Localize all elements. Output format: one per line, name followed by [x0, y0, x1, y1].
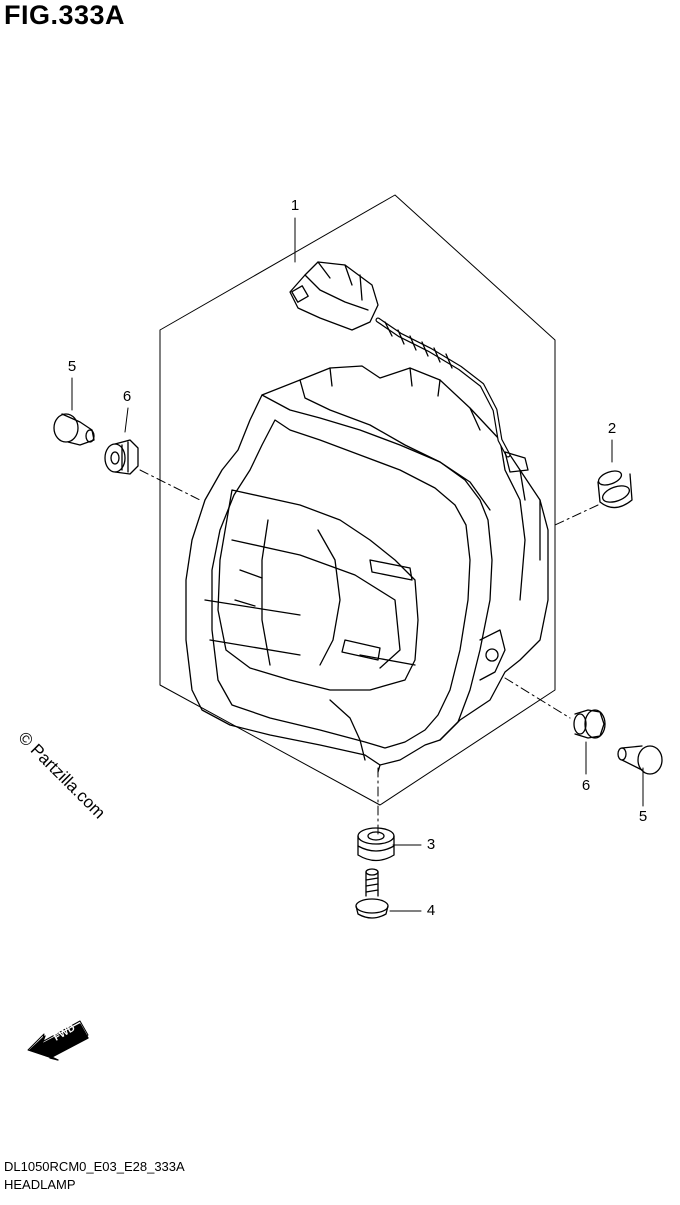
callout-2: 2: [607, 420, 617, 437]
part-collar-5-right: [617, 745, 663, 775]
callout-6-right: 6: [581, 777, 591, 794]
connector-plug: [289, 261, 379, 331]
part-grommet-6-left: [104, 439, 139, 475]
model-code: DL1050RCM0_E03_E28_333A: [4, 1159, 185, 1174]
callout-4: 4: [426, 902, 436, 919]
lower-bracket: [329, 699, 366, 761]
axis-left: [139, 469, 201, 501]
part-grommet-6-right: [573, 709, 606, 739]
assembly-name: HEADLAMP: [4, 1177, 76, 1192]
figure-title: FIG.333A: [4, 0, 126, 30]
headlamp-lens: [217, 489, 419, 691]
part-cap-2: [597, 470, 633, 509]
leader-2b: [554, 504, 599, 526]
callout-5-right: 5: [638, 808, 648, 825]
leader-6a: [124, 407, 129, 433]
part-collar-5-left: [53, 413, 95, 446]
fwd-arrow-icon: [27, 1020, 89, 1061]
assembly-outline: [159, 194, 556, 806]
wire-harness: [375, 317, 511, 458]
headlamp-front-frame: [185, 394, 493, 766]
part-grommet-3: [357, 827, 395, 862]
callout-5-left: 5: [67, 358, 77, 375]
callout-6-left: 6: [122, 388, 132, 405]
callout-1: 1: [290, 197, 300, 214]
axis-right: [504, 677, 571, 719]
part-bolt-4: [355, 868, 389, 919]
callout-3: 3: [426, 836, 436, 853]
